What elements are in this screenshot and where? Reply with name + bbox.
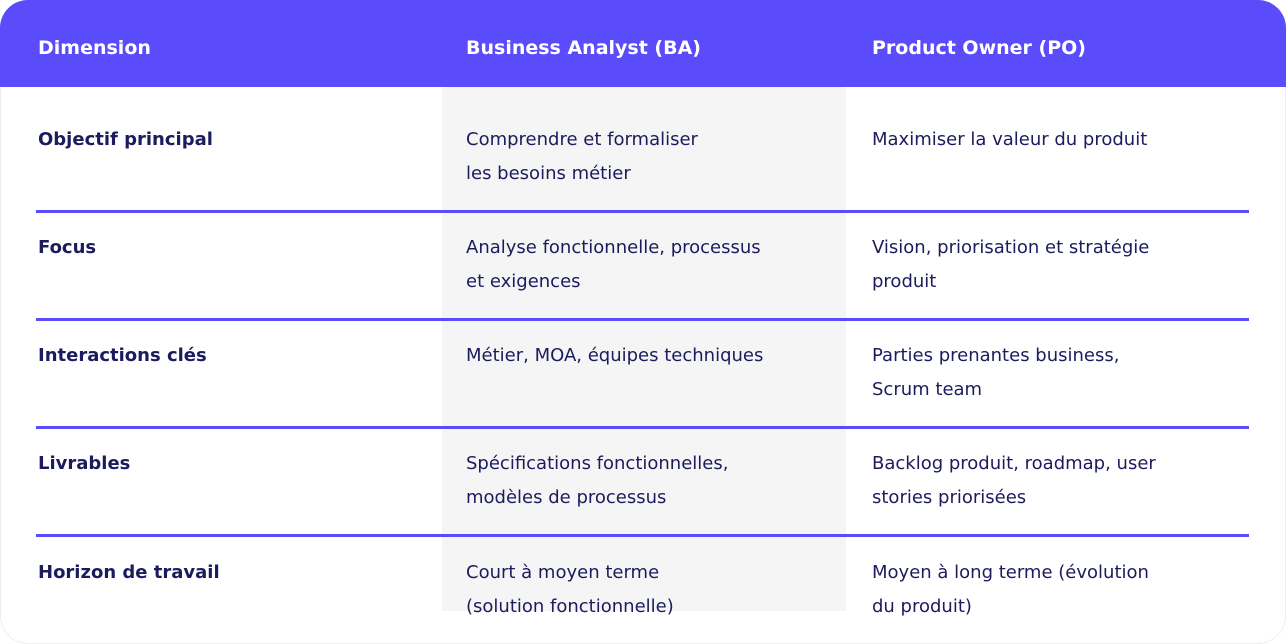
dimension-label: Focus — [38, 237, 97, 258]
cell-line: Parties prenantes business, — [872, 345, 1120, 366]
row-dimension: Objectif principal — [38, 123, 418, 157]
row-ba-cell: Métier, MOA, équipes techniques — [466, 339, 838, 373]
cell-line: Comprendre et formaliser — [466, 129, 698, 150]
row-ba-cell: Analyse fonctionnelle, processus et exige… — [466, 231, 838, 299]
row-dimension: Interactions clés — [38, 339, 418, 373]
row-po-cell: Vision, priorisation et stratégie produit — [872, 231, 1252, 299]
cell-line: Moyen à long terme (évolution — [872, 562, 1149, 583]
dimension-label: Interactions clés — [38, 345, 207, 366]
header-business-analyst: Business Analyst (BA) — [466, 37, 701, 59]
row-ba-cell: Spécifications fonctionnelles, modèles de… — [466, 447, 838, 515]
cell-line: Scrum team — [872, 379, 983, 400]
header-dimension: Dimension — [38, 37, 151, 59]
row-dimension: Horizon de travail — [38, 556, 418, 590]
row-divider — [36, 210, 1249, 213]
cell-line: Backlog produit, roadmap, user — [872, 453, 1156, 474]
cell-line: produit — [872, 271, 937, 292]
row-ba-cell: Court à moyen terme (solution fonctionnel… — [466, 556, 838, 624]
row-divider — [36, 426, 1249, 429]
row-dimension: Focus — [38, 231, 418, 265]
row-po-cell: Parties prenantes business, Scrum team — [872, 339, 1252, 407]
cell-line: Analyse fonctionnelle, processus — [466, 237, 761, 258]
cell-line: stories priorisées — [872, 487, 1027, 508]
cell-line: Court à moyen terme — [466, 562, 660, 583]
row-po-cell: Backlog produit, roadmap, user stories pr… — [872, 447, 1252, 515]
row-po-cell: Maximiser la valeur du produit — [872, 123, 1252, 157]
cell-line: (solution fonctionnelle) — [466, 596, 674, 617]
row-dimension: Livrables — [38, 447, 418, 481]
cell-line: Maximiser la valeur du produit — [872, 129, 1148, 150]
dimension-label: Objectif principal — [38, 129, 213, 150]
table-header: Dimension Business Analyst (BA) Product … — [0, 0, 1286, 87]
ba-column-background — [442, 87, 846, 611]
row-divider — [36, 534, 1249, 537]
cell-line: les besoins métier — [466, 163, 631, 184]
row-ba-cell: Comprendre et formaliser les besoins méti… — [466, 123, 838, 191]
dimension-label: Horizon de travail — [38, 562, 220, 583]
cell-line: Vision, priorisation et stratégie — [872, 237, 1150, 258]
cell-line: du produit) — [872, 596, 972, 617]
cell-line: modèles de processus — [466, 487, 667, 508]
row-po-cell: Moyen à long terme (évolution du produit) — [872, 556, 1252, 624]
cell-line: Métier, MOA, équipes techniques — [466, 345, 764, 366]
row-divider — [36, 318, 1249, 321]
cell-line: et exigences — [466, 271, 581, 292]
dimension-label: Livrables — [38, 453, 131, 474]
cell-line: Spécifications fonctionnelles, — [466, 453, 729, 474]
header-product-owner: Product Owner (PO) — [872, 37, 1086, 59]
